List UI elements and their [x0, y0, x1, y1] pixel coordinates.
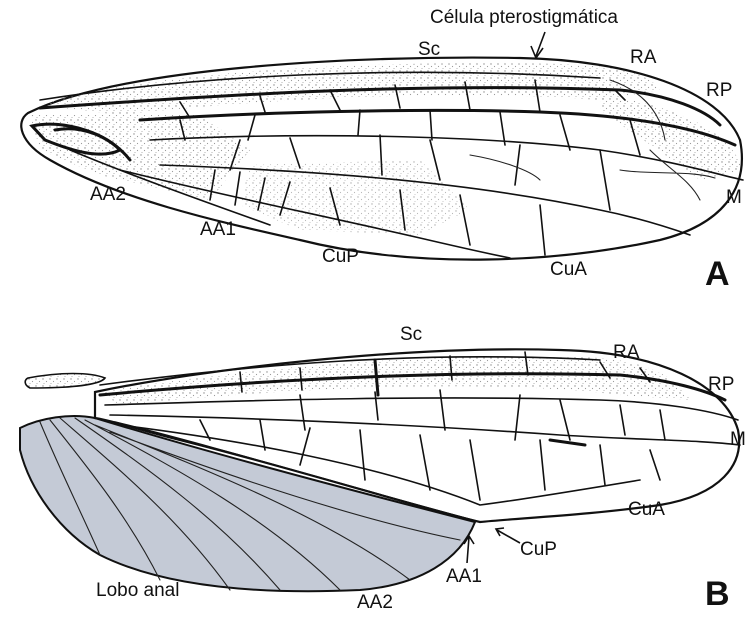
arrow-b-cup: [496, 528, 520, 543]
label-b-m: M: [730, 429, 746, 450]
arrow-a-pterostigma: [531, 32, 545, 58]
label-b-cup: CuP: [520, 539, 557, 560]
label-a-pterostigma: Célula pterostigmática: [430, 7, 618, 28]
label-b-anal-lobe: Lobo anal: [96, 580, 179, 601]
label-b-aa1: AA1: [446, 566, 482, 587]
wing-b-basal-stick: [25, 374, 105, 389]
label-b-rp: RP: [708, 374, 734, 395]
label-a-aa2: AA2: [90, 184, 126, 205]
wing-a: Célula pterostigmática Sc RA RP M CuA Cu…: [21, 7, 743, 293]
label-a-aa1: AA1: [200, 219, 236, 240]
label-a-m: M: [726, 187, 742, 208]
label-a-rp: RP: [706, 80, 732, 101]
wing-b: Sc RA RP M CuA CuP AA1 AA2 Lobo anal B: [20, 324, 746, 613]
label-b-ra: RA: [613, 342, 640, 363]
panel-letter-a: A: [705, 255, 730, 293]
label-a-cup: CuP: [322, 246, 359, 267]
label-a-ra: RA: [630, 47, 657, 68]
label-b-aa2: AA2: [357, 592, 393, 613]
label-a-sc: Sc: [418, 39, 440, 60]
panel-letter-b: B: [705, 575, 730, 613]
label-a-cua: CuA: [550, 259, 587, 280]
label-b-sc: Sc: [400, 324, 422, 345]
label-b-cua: CuA: [628, 499, 665, 520]
